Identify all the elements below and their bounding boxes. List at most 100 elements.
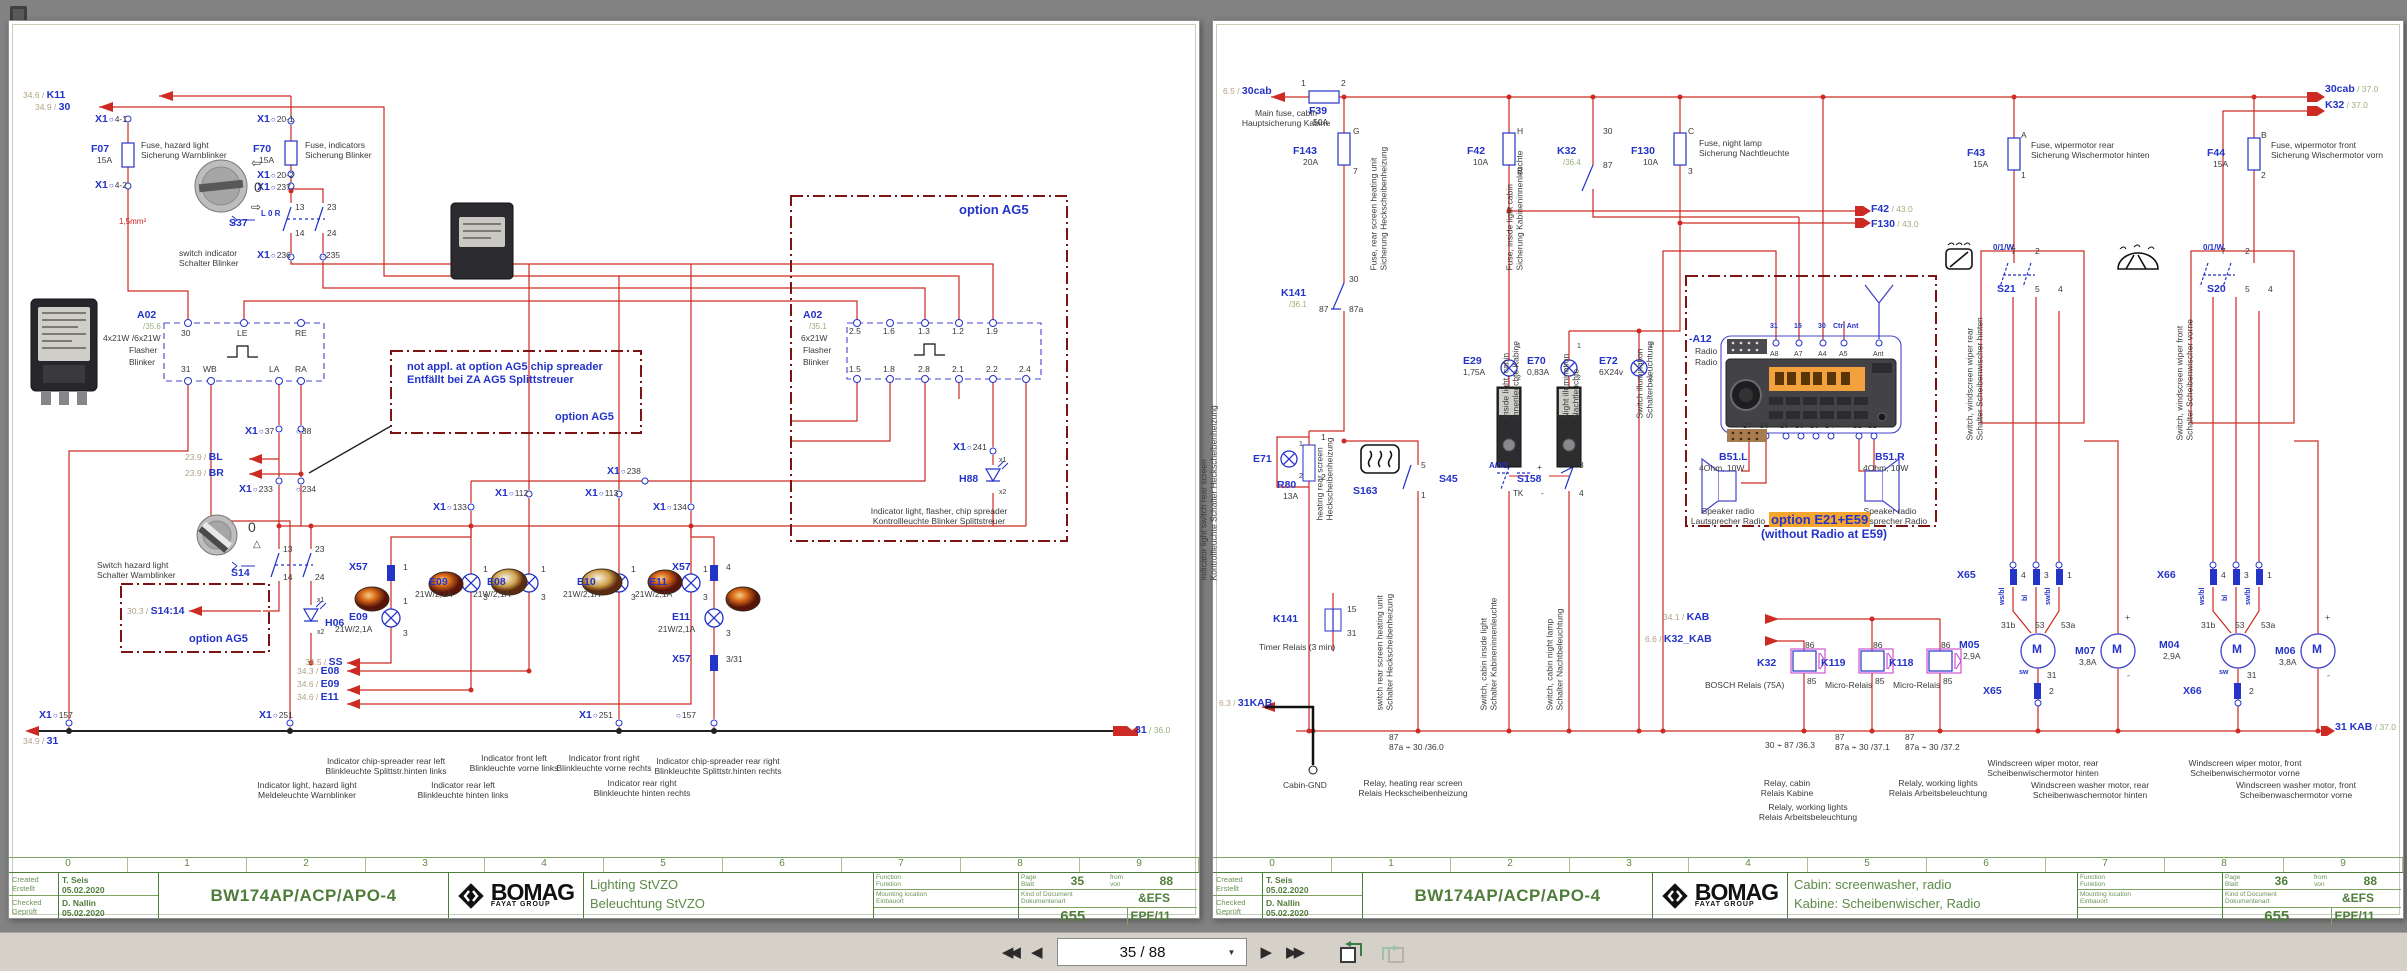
schematic-label: B3 — [1810, 423, 1819, 430]
schematic-label: M04 — [2159, 639, 2180, 651]
previous-view-icon[interactable] — [1339, 939, 1365, 965]
schematic-label: 21W/2,1A — [473, 589, 511, 599]
schematic-label: sw — [2219, 669, 2229, 676]
schematic-label: 1.8 — [883, 364, 895, 374]
schematic-label: Radio — [1695, 357, 1718, 367]
column-number: 4 — [1689, 858, 1808, 872]
schematic-label: 53a — [2061, 620, 2076, 630]
schematic-label: F130 — [1631, 145, 1655, 157]
schematic-label: A02 — [803, 309, 823, 321]
schematic-label: 31b — [2201, 620, 2216, 630]
schematic-label: + — [2125, 612, 2130, 622]
schematic-label: 1 — [726, 596, 731, 606]
total-pages: 88 — [2363, 874, 2378, 889]
next-page-button[interactable]: ▶ — [1260, 944, 1273, 961]
next-view-icon[interactable] — [1379, 939, 1405, 965]
schematic-label: 2.4 — [1019, 364, 1031, 374]
column-number: 5 — [604, 858, 723, 872]
schematic-label: Radio — [1695, 346, 1718, 356]
dropdown-caret-icon: ▼ — [1227, 947, 1236, 957]
schematic-label: 6X24v — [1599, 367, 1624, 377]
column-number: 2 — [247, 858, 366, 872]
schematic-label: X1○233 — [239, 483, 273, 495]
schematic-label: 87a — [1349, 304, 1364, 314]
schematic-label: X1○236 — [257, 249, 291, 261]
schematic-label: 34.6 / E11 — [297, 691, 339, 703]
schematic-label: 24 — [315, 572, 325, 582]
schematic-label: 30 — [1349, 274, 1359, 284]
first-page-button[interactable]: ◀◀ — [1001, 944, 1021, 961]
schematic-label: S45 — [1439, 473, 1458, 485]
schematic-label: E70 — [1527, 355, 1546, 367]
column-number: 0 — [9, 858, 128, 872]
last-page-button[interactable]: ▶▶ — [1286, 944, 1305, 961]
previous-page-button[interactable]: ◀ — [1030, 944, 1043, 961]
schematic-label: 31 / 36.0 — [1135, 724, 1171, 736]
column-number: 8 — [2165, 858, 2284, 872]
schematic-label: 31 — [2247, 670, 2257, 680]
page-indicator-combobox[interactable]: 35 / 88 ▼ — [1056, 938, 1247, 966]
schematic-label: 1.6 — [883, 326, 895, 336]
page-number: 35 — [1070, 874, 1085, 889]
schematic-label: Blinker — [129, 357, 155, 367]
schematic-label: 1 — [1577, 343, 1581, 350]
schematic-label: 0 — [248, 519, 256, 535]
panel-toggle-icon[interactable] — [10, 6, 27, 23]
schematic-label: 20A — [1303, 157, 1319, 167]
schematic-label: 30.3 / S14:14 — [127, 605, 185, 617]
schematic-label: E09 — [349, 611, 368, 623]
schematic-label: 2 — [2245, 246, 2250, 256]
schematic-label: F07 — [91, 143, 110, 155]
schematic-label: 30 — [1818, 323, 1826, 330]
schematic-label: x1 — [999, 457, 1007, 464]
schematic-label: 30cab / 37.0 — [2325, 83, 2379, 95]
column-number: 8 — [961, 858, 1080, 872]
schematic-label: 3 — [1579, 460, 1584, 470]
schematic-label: 3 — [2244, 570, 2249, 580]
column-number: 6 — [1927, 858, 2046, 872]
pdf-navigation-toolbar: ◀◀ ◀ 35 / 88 ▼ ▶ ▶▶ — [0, 932, 2407, 971]
schematic-label: option AG5 — [555, 411, 614, 423]
schematic-label: A/0/1 — [1489, 461, 1509, 470]
schematic-label: ⇦ — [251, 156, 262, 170]
schematic-label: F143 — [1293, 145, 1317, 157]
schematic-label: 21W/2,1A — [335, 624, 373, 634]
schematic-label: E10 — [577, 576, 596, 588]
schematic-label: 10A — [1473, 157, 1489, 167]
schematic-label: 31 KAB / 37.0 — [2335, 721, 2396, 733]
schematic-label: 6x21W — [801, 333, 828, 343]
schematic-label: 0/1/W — [1993, 243, 2014, 252]
schematic-label: 7 — [1353, 166, 1358, 176]
schematic-label: 53a — [2261, 620, 2276, 630]
schematic-label: E29 — [1463, 355, 1482, 367]
schematic-label: 30 ⌁ 87 /36.3 — [1765, 740, 1816, 750]
schematic-label: + — [1537, 462, 1542, 472]
schematic-label: 31 — [1347, 628, 1357, 638]
schematic-label: 2 — [2261, 170, 2266, 180]
schematic-label: 23 — [327, 202, 337, 212]
schematic-label: 3,8A — [2079, 657, 2097, 667]
schematic-label: B — [2261, 130, 2267, 140]
schematic-label: F44 — [2207, 147, 2226, 159]
schematic-label: Ctrl Ant — [1833, 323, 1859, 330]
column-number: 5 — [1808, 858, 1927, 872]
schematic-label: 15 — [1794, 323, 1802, 330]
schematic-label: 1 — [541, 564, 546, 574]
schematic-label: B7 — [1743, 423, 1752, 430]
